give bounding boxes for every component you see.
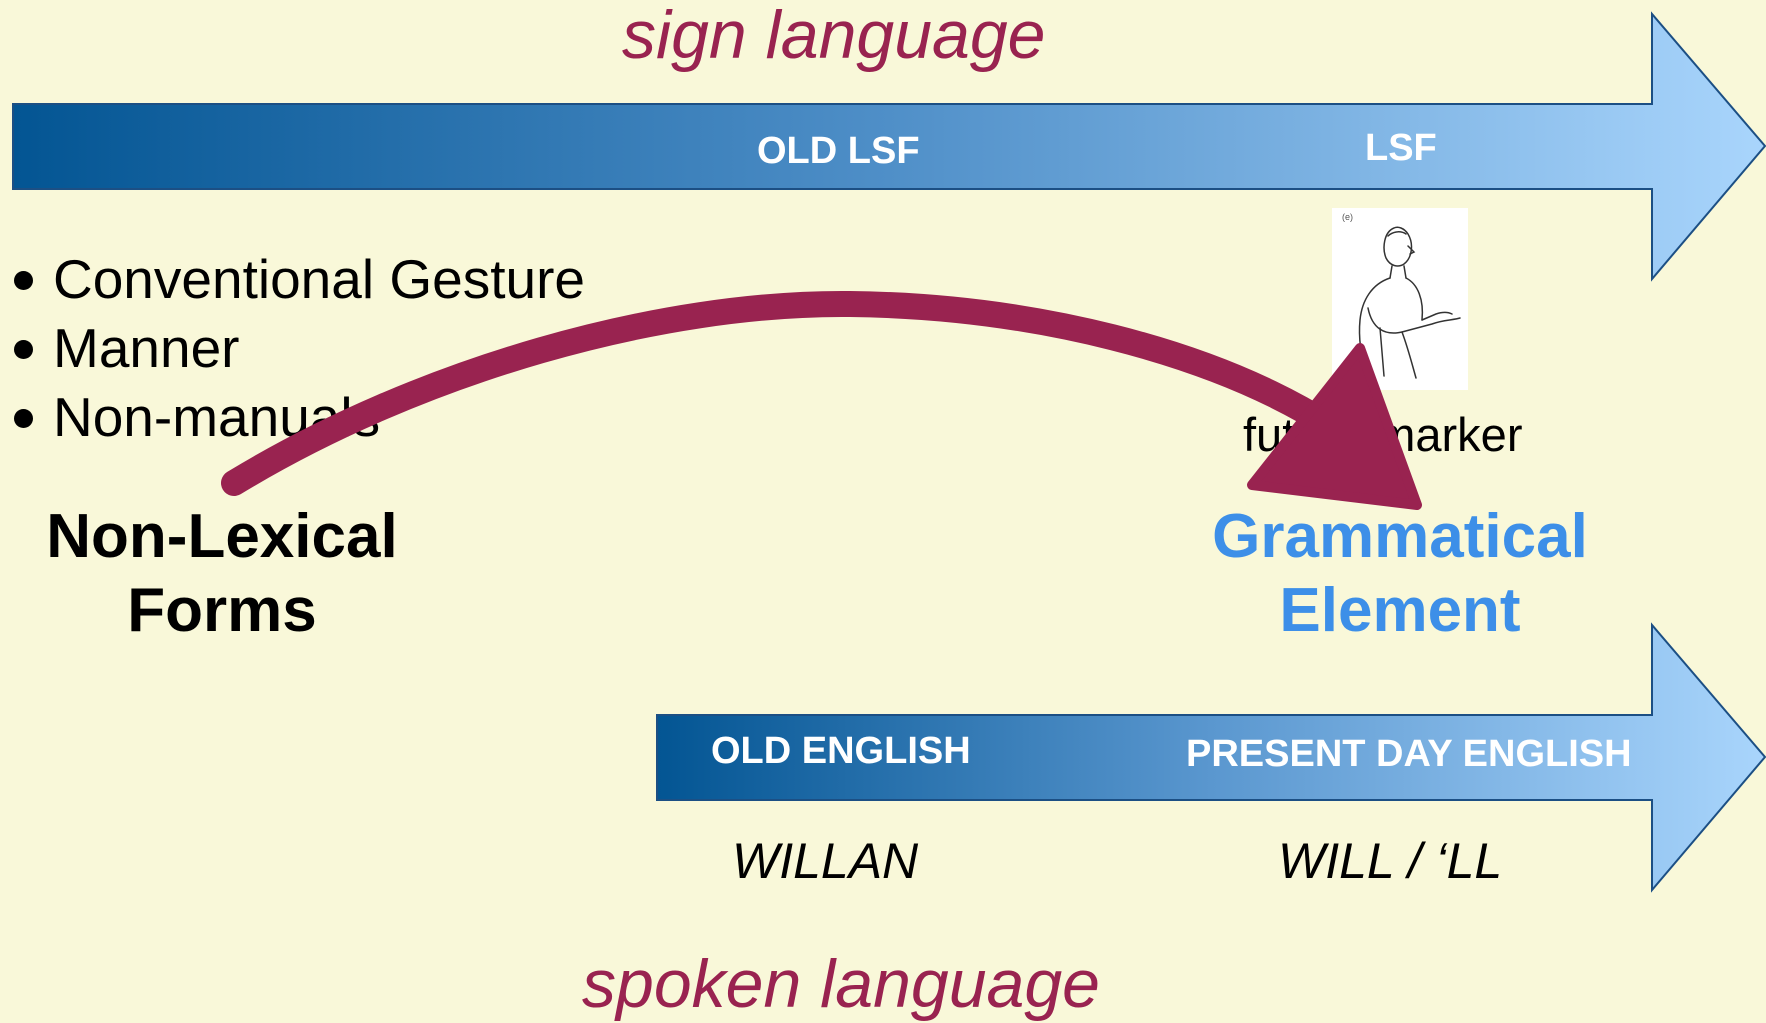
spoken-language-timeline-arrow <box>656 622 1766 893</box>
target-label: Grammatical Element <box>1200 500 1600 648</box>
stage-present-day-english: PRESENT DAY ENGLISH <box>1186 733 1632 775</box>
spoken-language-label: spoken language <box>582 946 1101 1022</box>
source-line-1: Non-Lexical <box>46 502 398 571</box>
list-item-label: Conventional Gesture <box>53 248 585 310</box>
curved-arrow-stroke <box>221 290 1343 496</box>
source-line-2: Forms <box>127 576 317 645</box>
list-item-label: Manner <box>53 317 240 379</box>
target-line-2: Element <box>1279 576 1521 645</box>
sign-language-timeline-arrow <box>12 11 1766 282</box>
list-item: Conventional Gesture <box>12 245 585 314</box>
feature-list: Conventional Gesture Manner Non-manuals <box>12 245 585 452</box>
stage-old-lsf: OLD LSF <box>757 130 920 172</box>
list-item: Manner <box>12 314 585 383</box>
sign-language-label: sign language <box>622 0 1046 73</box>
bullet-icon <box>14 271 33 290</box>
bullet-icon <box>14 409 33 428</box>
target-line-1: Grammatical <box>1212 502 1588 571</box>
spoken-form-new: WILL / ‘LL <box>1278 833 1503 889</box>
stage-lsf: LSF <box>1365 127 1437 169</box>
source-label: Non-Lexical Forms <box>22 500 422 648</box>
curved-arrow-head <box>1247 343 1422 510</box>
stage-old-english: OLD ENGLISH <box>711 730 971 772</box>
spoken-form-old: WILLAN <box>732 833 919 889</box>
bullet-icon <box>14 340 33 359</box>
svg-text:(e): (e) <box>1342 212 1353 222</box>
